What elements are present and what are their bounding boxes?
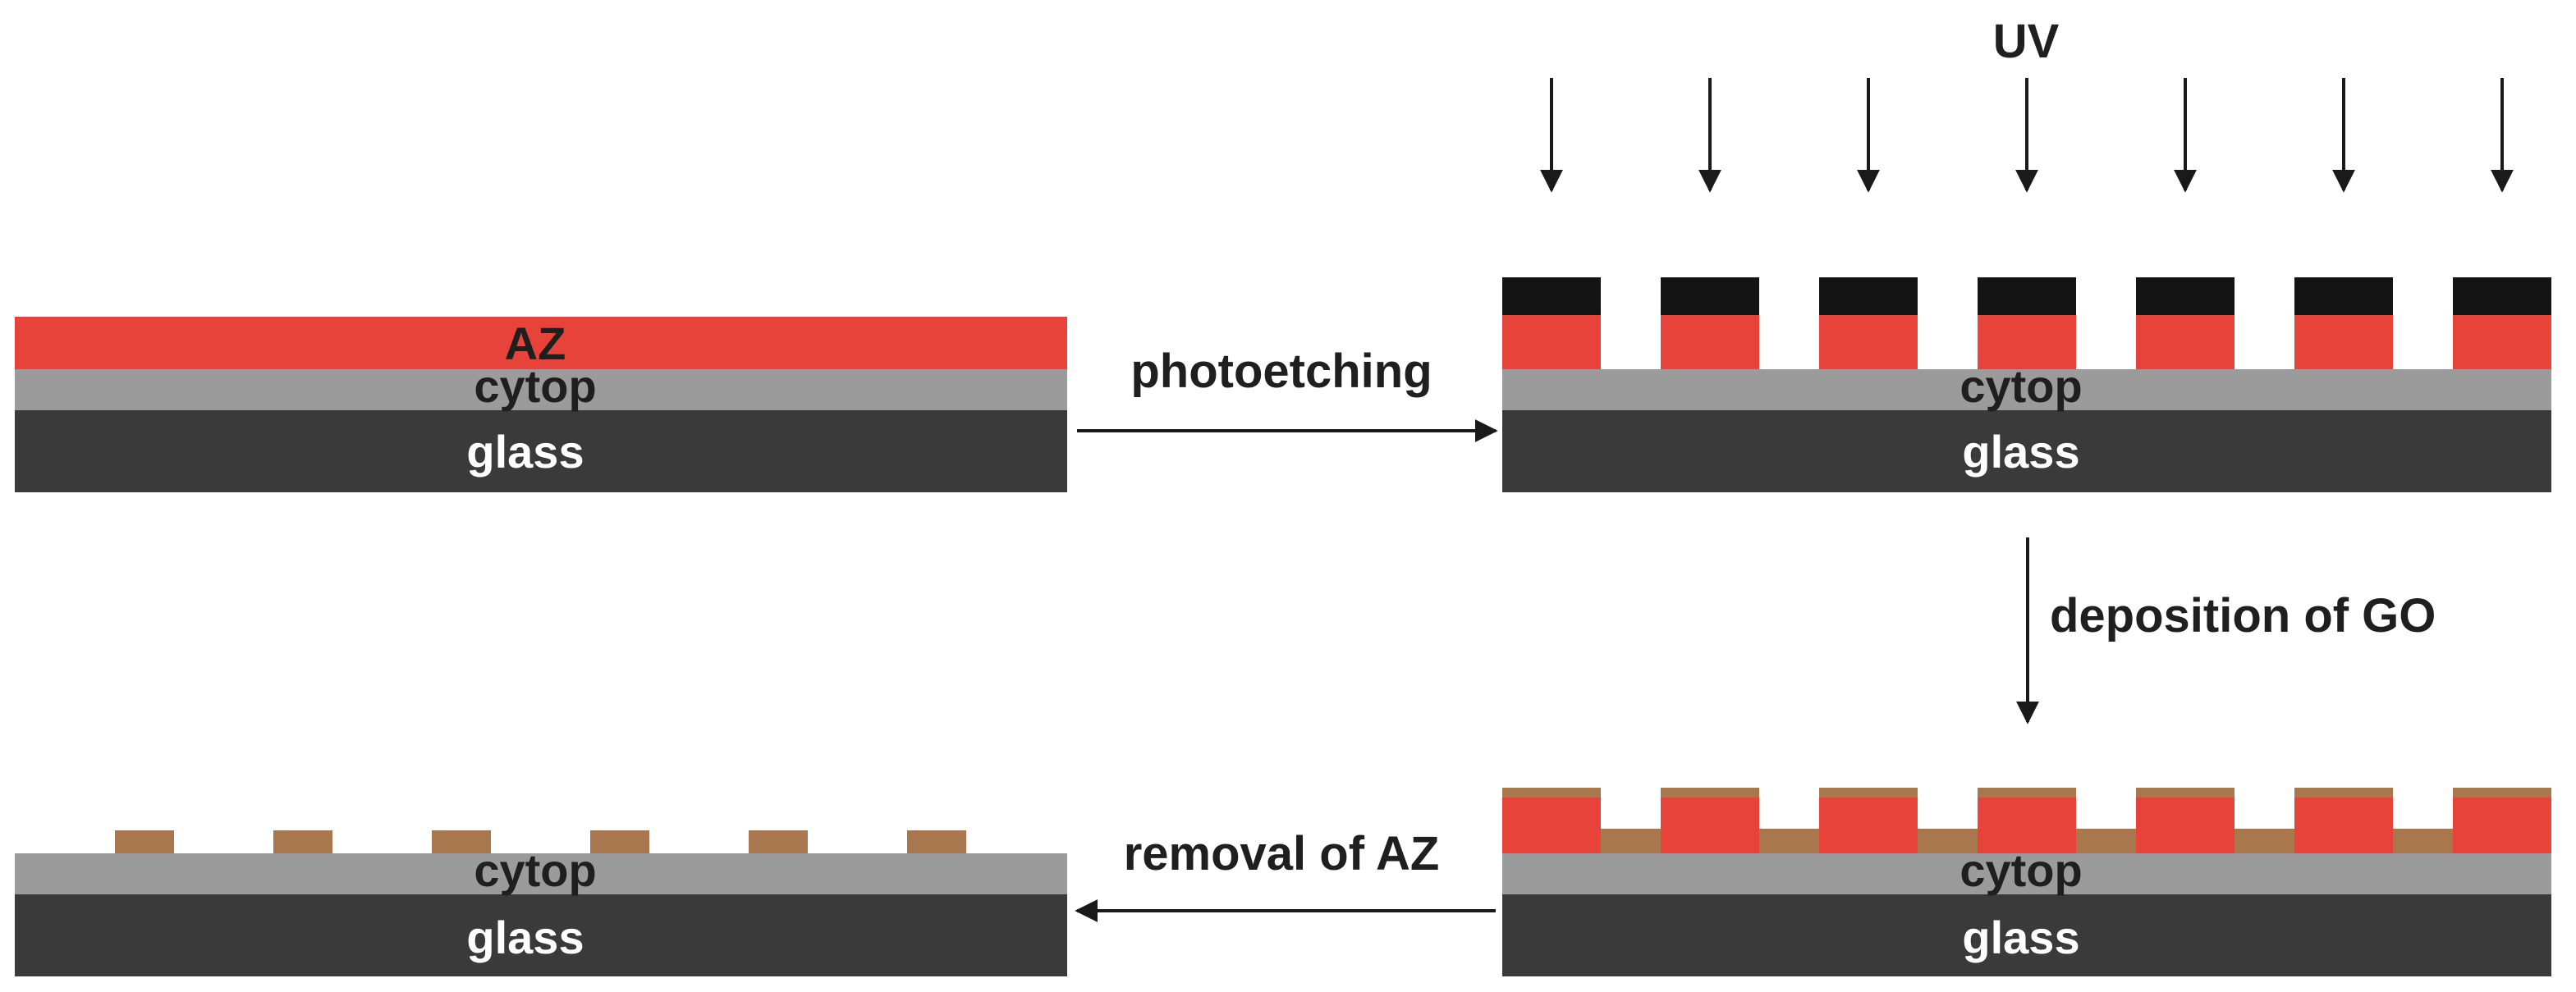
go-cap: [1502, 788, 1601, 798]
panel-final-pattern: cytop glass: [15, 830, 1067, 976]
az-block: [2294, 798, 2393, 853]
cytop-label: cytop: [474, 360, 596, 412]
az-pattern: [1502, 315, 2551, 369]
uv-label: UV: [1993, 15, 2060, 68]
panel-initial-stack: AZ cytop glass: [15, 317, 1067, 492]
mask-block: [1978, 277, 2076, 315]
cytop-label: cytop: [1960, 360, 2082, 412]
step-removal: removal of AZ: [1075, 827, 1496, 922]
step-photoetching: photoetching: [1077, 345, 1498, 442]
go-cap: [2136, 788, 2235, 798]
az-block: [2136, 798, 2235, 853]
az-block: [1661, 798, 1759, 853]
az-block: [2294, 315, 2393, 369]
go-cap: [1819, 788, 1918, 798]
go-stripe: [432, 830, 491, 853]
az-block: [2136, 315, 2235, 369]
go-cap: [1661, 788, 1759, 798]
az-block: [2453, 798, 2551, 853]
glass-label: glass: [466, 912, 584, 963]
go-cap: [1978, 788, 2076, 798]
mask-block: [2136, 277, 2235, 315]
removal-label: removal of AZ: [1124, 827, 1440, 880]
glass-substrate: [15, 894, 1067, 976]
az-pattern: [1502, 788, 2551, 853]
az-block: [1819, 315, 1918, 369]
az-layer: [15, 317, 1067, 369]
mask-block: [2453, 277, 2551, 315]
glass-label: glass: [1962, 912, 2079, 963]
az-block: [2453, 315, 2551, 369]
step-deposition: deposition of GO: [2016, 537, 2436, 725]
panel-go-deposited: cytop glass: [1502, 788, 2551, 976]
glass-substrate: [1502, 894, 2551, 976]
az-block: [1502, 798, 1601, 853]
panel-uv-exposure: UV cytop: [1502, 15, 2551, 492]
photoetching-label: photoetching: [1130, 345, 1432, 398]
glass-label: glass: [1962, 426, 2079, 478]
go-stripe: [749, 830, 808, 853]
az-block: [1661, 315, 1759, 369]
glass-substrate: [1502, 410, 2551, 492]
az-block: [1819, 798, 1918, 853]
glass-substrate: [15, 410, 1067, 492]
mask-block: [1502, 277, 1601, 315]
go-stripe: [273, 830, 332, 853]
cytop-label: cytop: [1960, 844, 2082, 896]
mask-block: [2294, 277, 2393, 315]
uv-arrows: [1540, 78, 2514, 193]
go-stripe: [907, 830, 966, 853]
az-block: [1502, 315, 1601, 369]
az-block: [1978, 798, 2076, 853]
mask-block: [1661, 277, 1759, 315]
az-block: [1978, 315, 2076, 369]
az-label: AZ: [505, 318, 566, 369]
go-cap: [2294, 788, 2393, 798]
cytop-label: cytop: [474, 844, 596, 896]
go-cap: [2453, 788, 2551, 798]
deposition-label: deposition of GO: [2050, 589, 2436, 642]
glass-label: glass: [466, 426, 584, 478]
photomask: [1502, 277, 2551, 315]
cytop-layer: [15, 369, 1067, 410]
go-stripe: [115, 830, 174, 853]
go-stripe: [590, 830, 649, 853]
cytop-layer: [1502, 369, 2551, 410]
cytop-layer: [1502, 853, 2551, 894]
cytop-layer: [15, 853, 1067, 894]
go-pattern: [115, 830, 966, 853]
mask-block: [1819, 277, 1918, 315]
